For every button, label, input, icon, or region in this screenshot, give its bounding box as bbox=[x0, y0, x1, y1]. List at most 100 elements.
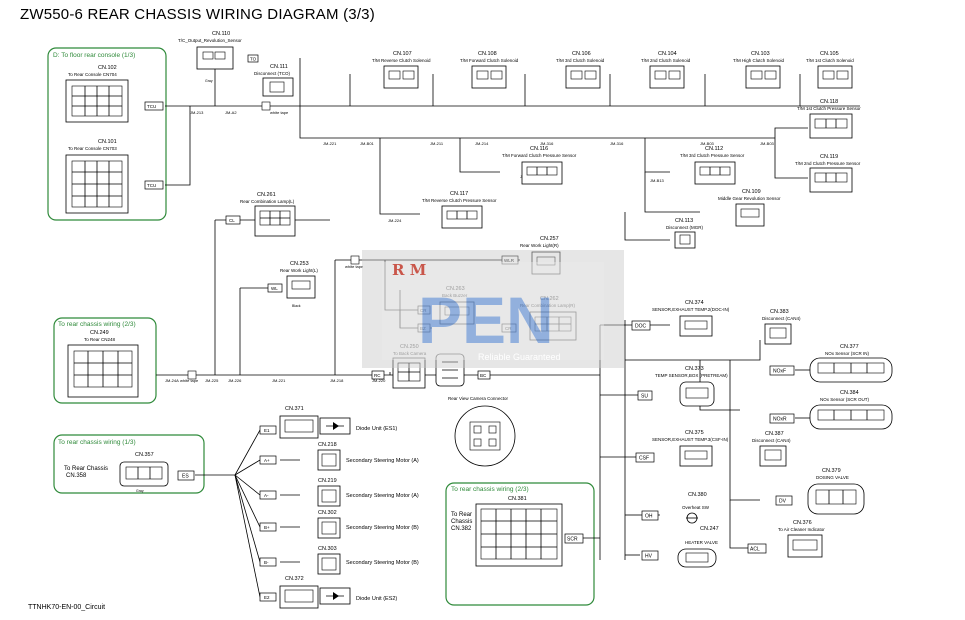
svg-text:A+: A+ bbox=[264, 458, 270, 463]
svg-text:To Rear Chassis: To Rear Chassis bbox=[64, 466, 108, 472]
svg-text:Secondary Steering Motor (B): Secondary Steering Motor (B) bbox=[346, 525, 419, 531]
tag-bc: BC bbox=[477, 370, 491, 380]
svg-text:CN.116: CN.116 bbox=[530, 146, 548, 152]
svg-text:Rear Work Light(R): Rear Work Light(R) bbox=[520, 243, 559, 248]
svg-text:SCR: SCR bbox=[567, 537, 578, 543]
svg-text:CN.302: CN.302 bbox=[318, 510, 337, 516]
svg-text:CN.112: CN.112 bbox=[705, 146, 723, 152]
connector-cn113: CN.113 Disconnect (MGR) bbox=[666, 218, 704, 249]
svg-text:CN.387: CN.387 bbox=[765, 431, 784, 437]
connector-cn376: CN.376 To Air Cleaner Indicator bbox=[778, 520, 825, 558]
svg-text:CN.101: CN.101 bbox=[98, 139, 117, 145]
svg-text:JM-316: JM-316 bbox=[540, 141, 554, 146]
svg-text:Secondary Steering Motor (A): Secondary Steering Motor (A) bbox=[346, 493, 419, 499]
svg-text:WL: WL bbox=[271, 286, 278, 291]
svg-text:ACL: ACL bbox=[750, 547, 760, 553]
svg-text:Black: Black bbox=[292, 304, 301, 308]
svg-text:OH: OH bbox=[645, 514, 653, 520]
svg-text:Gray: Gray bbox=[136, 489, 144, 493]
svg-text:JM-218: JM-218 bbox=[330, 378, 344, 383]
svg-text:NOx Sensor (SCR OUT): NOx Sensor (SCR OUT) bbox=[820, 397, 870, 402]
svg-text:JM-B01: JM-B01 bbox=[360, 141, 375, 146]
svg-text:JM-221: JM-221 bbox=[272, 378, 286, 383]
connector-cn103: CN.103 T/M High Clutch Solenoid bbox=[733, 51, 785, 89]
svg-text:CN.383: CN.383 bbox=[770, 309, 789, 315]
svg-text:CN.218: CN.218 bbox=[318, 442, 337, 448]
connector-cn110: CN.110 T/C_Output_Revolution_Sensor Gray bbox=[178, 31, 242, 83]
svg-text:Secondary Steering Motor (B): Secondary Steering Motor (B) bbox=[346, 560, 419, 566]
tag-tcu-second: TCU bbox=[144, 180, 164, 190]
svg-text:CN.119: CN.119 bbox=[820, 154, 838, 160]
connector-cn218: CN.218 Secondary Steering Motor (A) bbox=[317, 442, 419, 471]
connector-cn380: CN.380 Overheat SW bbox=[682, 492, 710, 524]
svg-text:WLR: WLR bbox=[504, 258, 515, 263]
camera-connector: Rear View Camera Connector bbox=[448, 396, 516, 467]
tag-bp: B+ bbox=[259, 522, 277, 532]
connector-cn303: CN.303 Secondary Steering Motor (B) bbox=[317, 546, 419, 575]
connector-cn104: CN.104 T/M 2nd Clutch Solenoid bbox=[641, 51, 691, 89]
svg-text:Rear Work Light(L): Rear Work Light(L) bbox=[280, 268, 318, 273]
svg-text:DV: DV bbox=[779, 499, 787, 505]
footer-code: TTNHK70-EN-00_Circuit bbox=[28, 604, 106, 611]
svg-text:CN.249: CN.249 bbox=[90, 330, 109, 336]
white-tape-label-1: white tape bbox=[270, 110, 289, 115]
svg-text:T/M 1st Clutch Solenoid: T/M 1st Clutch Solenoid bbox=[806, 58, 854, 63]
svg-text:Overheat SW: Overheat SW bbox=[682, 505, 710, 510]
tag-csf: CSF bbox=[635, 452, 655, 463]
svg-text:CN.102: CN.102 bbox=[98, 65, 117, 71]
svg-text:CN.111: CN.111 bbox=[270, 64, 288, 70]
svg-text:B-: B- bbox=[264, 560, 269, 565]
connector-cn106: CN.106 T/M 3rd Clutch Solenoid bbox=[556, 51, 605, 89]
svg-text:TEMP SENSOR,BOX (PRETREAM): TEMP SENSOR,BOX (PRETREAM) bbox=[655, 373, 728, 378]
connector-cn112: CN.112 T/M 3rd Clutch Pressure Sensor bbox=[680, 146, 745, 185]
tag-ap: A+ bbox=[259, 455, 277, 465]
svg-text:JM-225: JM-225 bbox=[205, 378, 219, 383]
svg-text:SU: SU bbox=[641, 394, 648, 400]
svg-text:JM-220: JM-220 bbox=[372, 378, 386, 383]
svg-text:CN.106: CN.106 bbox=[572, 51, 591, 57]
svg-text:JM-316: JM-316 bbox=[610, 141, 624, 146]
svg-text:TCU: TCU bbox=[147, 183, 156, 188]
svg-text:CN.261: CN.261 bbox=[257, 192, 276, 198]
svg-text:Rear Combination Lamp(L): Rear Combination Lamp(L) bbox=[240, 199, 295, 204]
watermark-tagline: Reliable Guaranteed bbox=[478, 352, 561, 362]
svg-text:CN.118: CN.118 bbox=[820, 99, 838, 105]
connector-cn108: CN.108 T/M Forward Clutch Solenoid bbox=[460, 51, 519, 89]
connector-cn381: CN.381 To Rear Chassis CN.382 bbox=[451, 496, 563, 567]
tag-rc: RC bbox=[371, 370, 385, 380]
group-floor-console: D: To floor rear console (1/3) bbox=[47, 47, 167, 221]
connector-cn117: CN.117 T/M Reverse Clutch Pressure Senso… bbox=[422, 191, 497, 229]
page-title: ZW550-6 REAR CHASSIS WIRING DIAGRAM (3/3… bbox=[20, 6, 375, 23]
tag-scr: SCR bbox=[564, 533, 584, 544]
connector-cn107: CN.107 T/M Reverse Clutch Solenoid bbox=[372, 51, 431, 89]
connector-cn261: CN.261 Rear Combination Lamp(L) bbox=[240, 192, 296, 237]
svg-text:CN.382: CN.382 bbox=[451, 526, 472, 532]
tag-oh: OH bbox=[641, 510, 659, 521]
svg-text:Middle Gear Revolution Sensor: Middle Gear Revolution Sensor bbox=[718, 196, 781, 201]
svg-text:JM-221: JM-221 bbox=[323, 141, 337, 146]
svg-text:T/M 1st Clutch Pressure Sensor: T/M 1st Clutch Pressure Sensor bbox=[797, 106, 861, 111]
connector-cn111: CN.111 Disconnect (TCO) bbox=[254, 64, 294, 97]
tag-hv: HV bbox=[641, 550, 659, 561]
tag-es: ES bbox=[177, 470, 195, 481]
svg-text:E1: E1 bbox=[264, 428, 270, 433]
connector-cn102: CN.102 To Rear Console CN704 bbox=[65, 65, 129, 123]
svg-text:T/M 2nd Clutch Pressure Sensor: T/M 2nd Clutch Pressure Sensor bbox=[795, 161, 861, 166]
svg-text:Secondary Steering Motor (A): Secondary Steering Motor (A) bbox=[346, 458, 419, 464]
svg-text:A-: A- bbox=[264, 493, 269, 498]
svg-text:NOxF: NOxF bbox=[773, 369, 786, 375]
svg-text:Rear View Camera Connector: Rear View Camera Connector bbox=[448, 396, 508, 401]
svg-text:CN.381: CN.381 bbox=[508, 496, 527, 502]
connector-cn371: CN.371 Diode Unit (ES1) bbox=[279, 406, 397, 439]
svg-text:CN.371: CN.371 bbox=[285, 406, 304, 412]
white-tape-label-3: white tape bbox=[180, 378, 199, 383]
svg-text:To Rear CN248: To Rear CN248 bbox=[84, 337, 116, 342]
svg-text:CN.104: CN.104 bbox=[658, 51, 677, 57]
connector-cn250: CN.250 To Back Camera bbox=[392, 344, 465, 389]
svg-text:CN.253: CN.253 bbox=[290, 261, 309, 267]
svg-text:Disconnect (CAN4): Disconnect (CAN4) bbox=[762, 316, 801, 321]
svg-text:JM-B13: JM-B13 bbox=[650, 178, 665, 183]
svg-text:CN.376: CN.376 bbox=[793, 520, 812, 526]
connector-cn302: CN.302 Secondary Steering Motor (B) bbox=[317, 510, 419, 539]
